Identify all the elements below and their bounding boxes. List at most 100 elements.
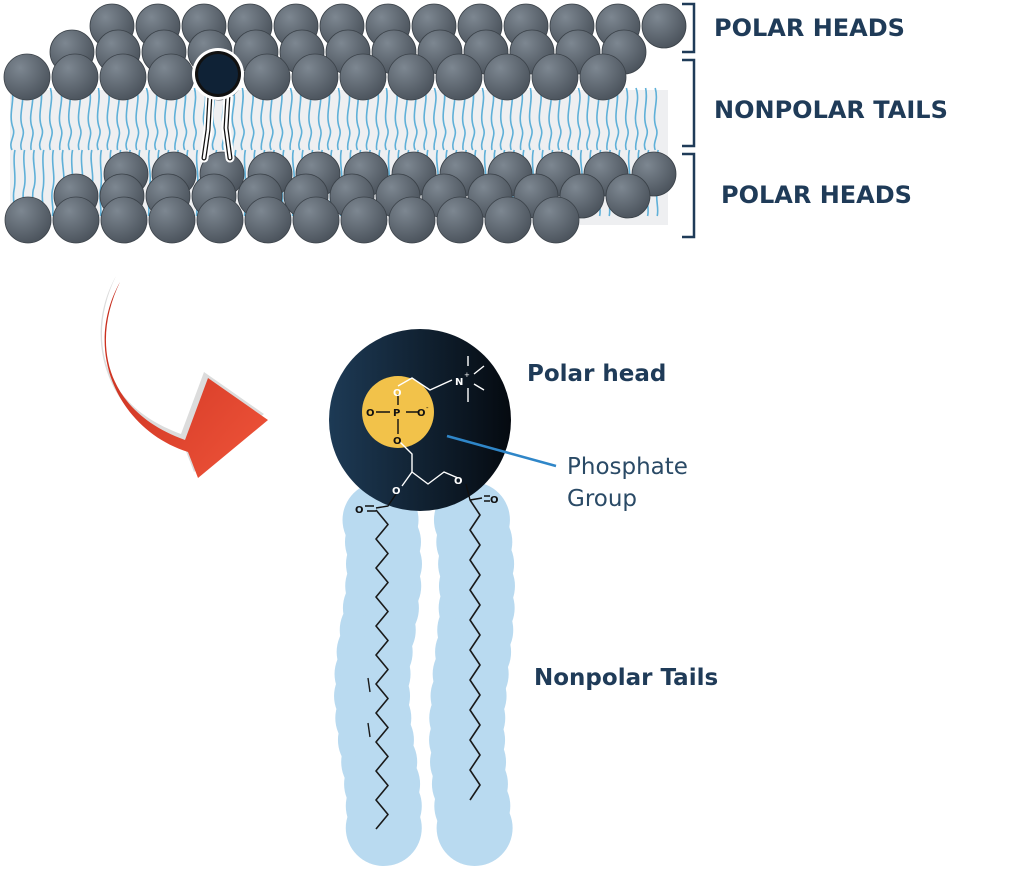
lipid-tail — [634, 87, 639, 151]
polar-head — [340, 196, 388, 244]
label-polar-head: Polar head — [527, 361, 666, 387]
atom-o-carbonyl-left: O — [355, 505, 364, 516]
lipid-tail — [336, 87, 341, 151]
label-phosphate: Phosphate — [567, 454, 688, 480]
lipid-tail — [605, 87, 610, 151]
lipid-tail — [614, 87, 620, 151]
polar-head — [3, 53, 51, 101]
polar-head — [436, 196, 484, 244]
lipid-bilayer — [3, 3, 687, 244]
polar-head — [605, 173, 651, 219]
lipid-tail — [77, 87, 82, 151]
lipid-tail — [365, 87, 370, 151]
polar-head — [147, 53, 195, 101]
lipid-tail — [192, 87, 197, 151]
tail-halo-blob — [436, 790, 513, 866]
lipid-tail — [442, 87, 447, 151]
label-top-polar-heads: POLAR HEADS — [714, 14, 905, 42]
structural-formula — [365, 356, 490, 512]
lipid-tail — [653, 87, 658, 151]
polar-head — [339, 53, 387, 101]
lipid-tail — [461, 87, 466, 151]
atom-n: N — [455, 377, 463, 388]
lipid-tail — [384, 87, 389, 151]
bottom-heads-front-row — [4, 196, 580, 244]
lipid-tail — [182, 87, 188, 151]
lipid-tail — [326, 87, 332, 151]
lipid-tail — [586, 87, 591, 151]
bilayer-brackets — [682, 2, 696, 239]
zoom-arrow — [100, 276, 268, 478]
lipid-tail — [528, 87, 533, 151]
lipid-tail — [423, 87, 428, 151]
lipid-tail — [519, 87, 524, 151]
lipid-tail — [99, 149, 103, 217]
lipid-tail — [231, 87, 236, 151]
lipid-tail — [509, 87, 514, 151]
polar-head — [243, 53, 291, 101]
left-tail-halo — [334, 482, 422, 866]
lipid-tail — [433, 87, 438, 151]
lipid-tail — [375, 87, 380, 151]
atom-o-ester-right: O — [454, 476, 463, 487]
lipid-tail — [279, 87, 284, 151]
lipid-tail — [240, 87, 245, 151]
polar-head — [4, 196, 52, 244]
lipid-tail — [289, 87, 294, 151]
lipid-tail — [577, 87, 582, 151]
lipid-tail — [96, 87, 101, 151]
lipid-tail — [470, 87, 476, 151]
atom-o-top: O — [393, 388, 402, 399]
lipid-tail — [317, 87, 322, 151]
polar-head — [483, 53, 531, 101]
right-fatty-acid-chain — [469, 499, 481, 801]
lipid-tail — [145, 87, 150, 151]
top-heads-front-row — [3, 53, 627, 101]
double-bonds — [367, 677, 371, 738]
polar-head — [387, 53, 435, 101]
lipid-tail — [173, 87, 178, 151]
left-fatty-acid-chain — [375, 509, 389, 830]
right-tail-halo — [429, 482, 515, 866]
lipid-tail — [624, 87, 629, 151]
atom-o-left: O — [366, 408, 375, 419]
atom-o-bottom: O — [393, 436, 402, 447]
lipid-tail — [58, 87, 63, 151]
label-bottom-polar-heads: POLAR HEADS — [721, 181, 912, 209]
lipid-tail — [154, 87, 159, 151]
lipid-tail — [298, 87, 303, 151]
polar-head — [579, 53, 627, 101]
atom-o-right: O — [417, 408, 426, 419]
polar-head — [641, 3, 687, 49]
polar-head — [148, 196, 196, 244]
phosphate-pointer-line — [446, 434, 557, 468]
lipid-tail — [346, 87, 351, 151]
lipid-tail — [643, 87, 649, 151]
polar-head — [484, 196, 532, 244]
lipid-tail — [480, 87, 485, 151]
bracket-tails — [682, 58, 696, 148]
atom-o-ester-left: O — [392, 486, 401, 497]
polar-head — [196, 196, 244, 244]
lipid-tail — [135, 87, 140, 151]
lipid-tail — [538, 87, 543, 151]
lipid-tail — [38, 87, 44, 151]
label-nonpolar-tails-molecule: Nonpolar Tails — [534, 665, 718, 691]
lipid-tail — [87, 87, 92, 151]
lipid-tail — [490, 87, 495, 151]
zoomed-phospholipid: O O P O - O N + O O O O — [329, 329, 557, 866]
label-nonpolar-tails: NONPOLAR TAILS — [714, 96, 948, 124]
phosphate-circle — [362, 376, 434, 448]
atom-p: P — [393, 408, 400, 419]
bracket-top-heads — [682, 2, 696, 54]
polar-head — [531, 53, 579, 101]
lipid-tail — [29, 87, 34, 151]
polar-head — [244, 196, 292, 244]
lipid-tail — [394, 87, 399, 151]
lipid-tail — [106, 87, 111, 151]
lipid-tail — [10, 87, 15, 151]
tail-halo-blob — [345, 790, 422, 866]
polar-head — [100, 196, 148, 244]
polar-head — [532, 196, 580, 244]
